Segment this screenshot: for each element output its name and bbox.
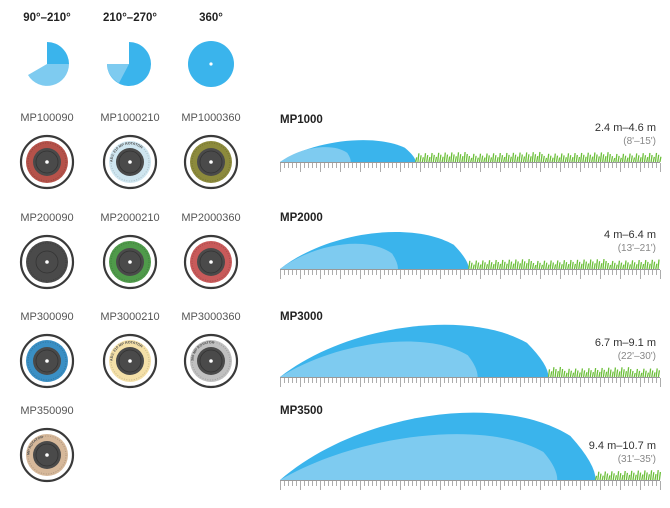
nozzle-model-label: MP2000210 [100, 212, 160, 224]
series-title: MP3000 [280, 311, 323, 323]
nozzle-icon [19, 234, 75, 290]
spray-diagram [280, 324, 661, 387]
ruler [280, 162, 661, 172]
nozzle-model-label: MP350090 [20, 405, 74, 417]
range-metric: 4 m–6.4 m [604, 229, 656, 241]
arc-210-270-icon [107, 42, 151, 86]
spray-min-range [280, 147, 351, 162]
nozzle-icon: MP ROTATOR [19, 427, 75, 483]
nozzle-model-label: MP3000360 [181, 311, 241, 323]
nozzle-icon [102, 234, 158, 290]
nozzle-icon [183, 134, 239, 190]
nozzle-icon [19, 134, 75, 190]
grass [547, 366, 661, 378]
range-feet: (13'–21') [617, 243, 656, 254]
series-title: MP1000 [280, 114, 323, 126]
spray-diagram [280, 412, 662, 490]
nozzle-model-label: MP3000210 [100, 311, 160, 323]
arc-360-icon [188, 41, 234, 87]
nozzle-icon: ADJ. 210 MP ROTATOR [102, 333, 158, 389]
nozzle-model-label: MP200090 [20, 212, 74, 224]
range-feet: (8'–15') [623, 136, 656, 147]
nozzle-icon: ADJ. 210 MP ROTATOR [102, 134, 158, 190]
spray-diagram [280, 140, 662, 172]
range-feet: (31'–35') [617, 454, 656, 465]
range-metric: 2.4 m–4.6 m [594, 122, 656, 134]
nozzle-model-label: MP2000360 [181, 212, 241, 224]
spray-min-range [280, 243, 398, 269]
arc-header-210-270: 210°–270° [103, 12, 157, 24]
nozzle-icon [19, 333, 75, 389]
grass [468, 259, 660, 270]
series-title: MP2000 [280, 212, 323, 224]
arc-90-210-icon [25, 42, 69, 86]
range-metric: 6.7 m–9.1 m [594, 337, 656, 349]
arc-header-360: 360° [199, 12, 223, 24]
nozzle-model-label: MP300090 [20, 311, 74, 323]
series-title: MP3500 [280, 405, 323, 417]
spray-diagram [280, 231, 661, 279]
nozzle-icon: 360 MP ROTATOR [183, 333, 239, 389]
arc-header-90-210: 90°–210° [23, 12, 71, 24]
nozzle-model-label: MP1000360 [181, 112, 241, 124]
ruler [280, 377, 661, 387]
range-metric: 9.4 m–10.7 m [588, 440, 656, 452]
nozzle-model-label: MP1000210 [100, 112, 160, 124]
grass [415, 151, 662, 163]
grass [594, 470, 662, 481]
spray-min-range [280, 341, 478, 377]
nozzle-icon [183, 234, 239, 290]
range-feet: (22'–30') [617, 351, 656, 362]
nozzle-model-label: MP100090 [20, 112, 74, 124]
ruler [280, 480, 661, 490]
spray-min-range [280, 434, 558, 480]
ruler [280, 269, 661, 279]
